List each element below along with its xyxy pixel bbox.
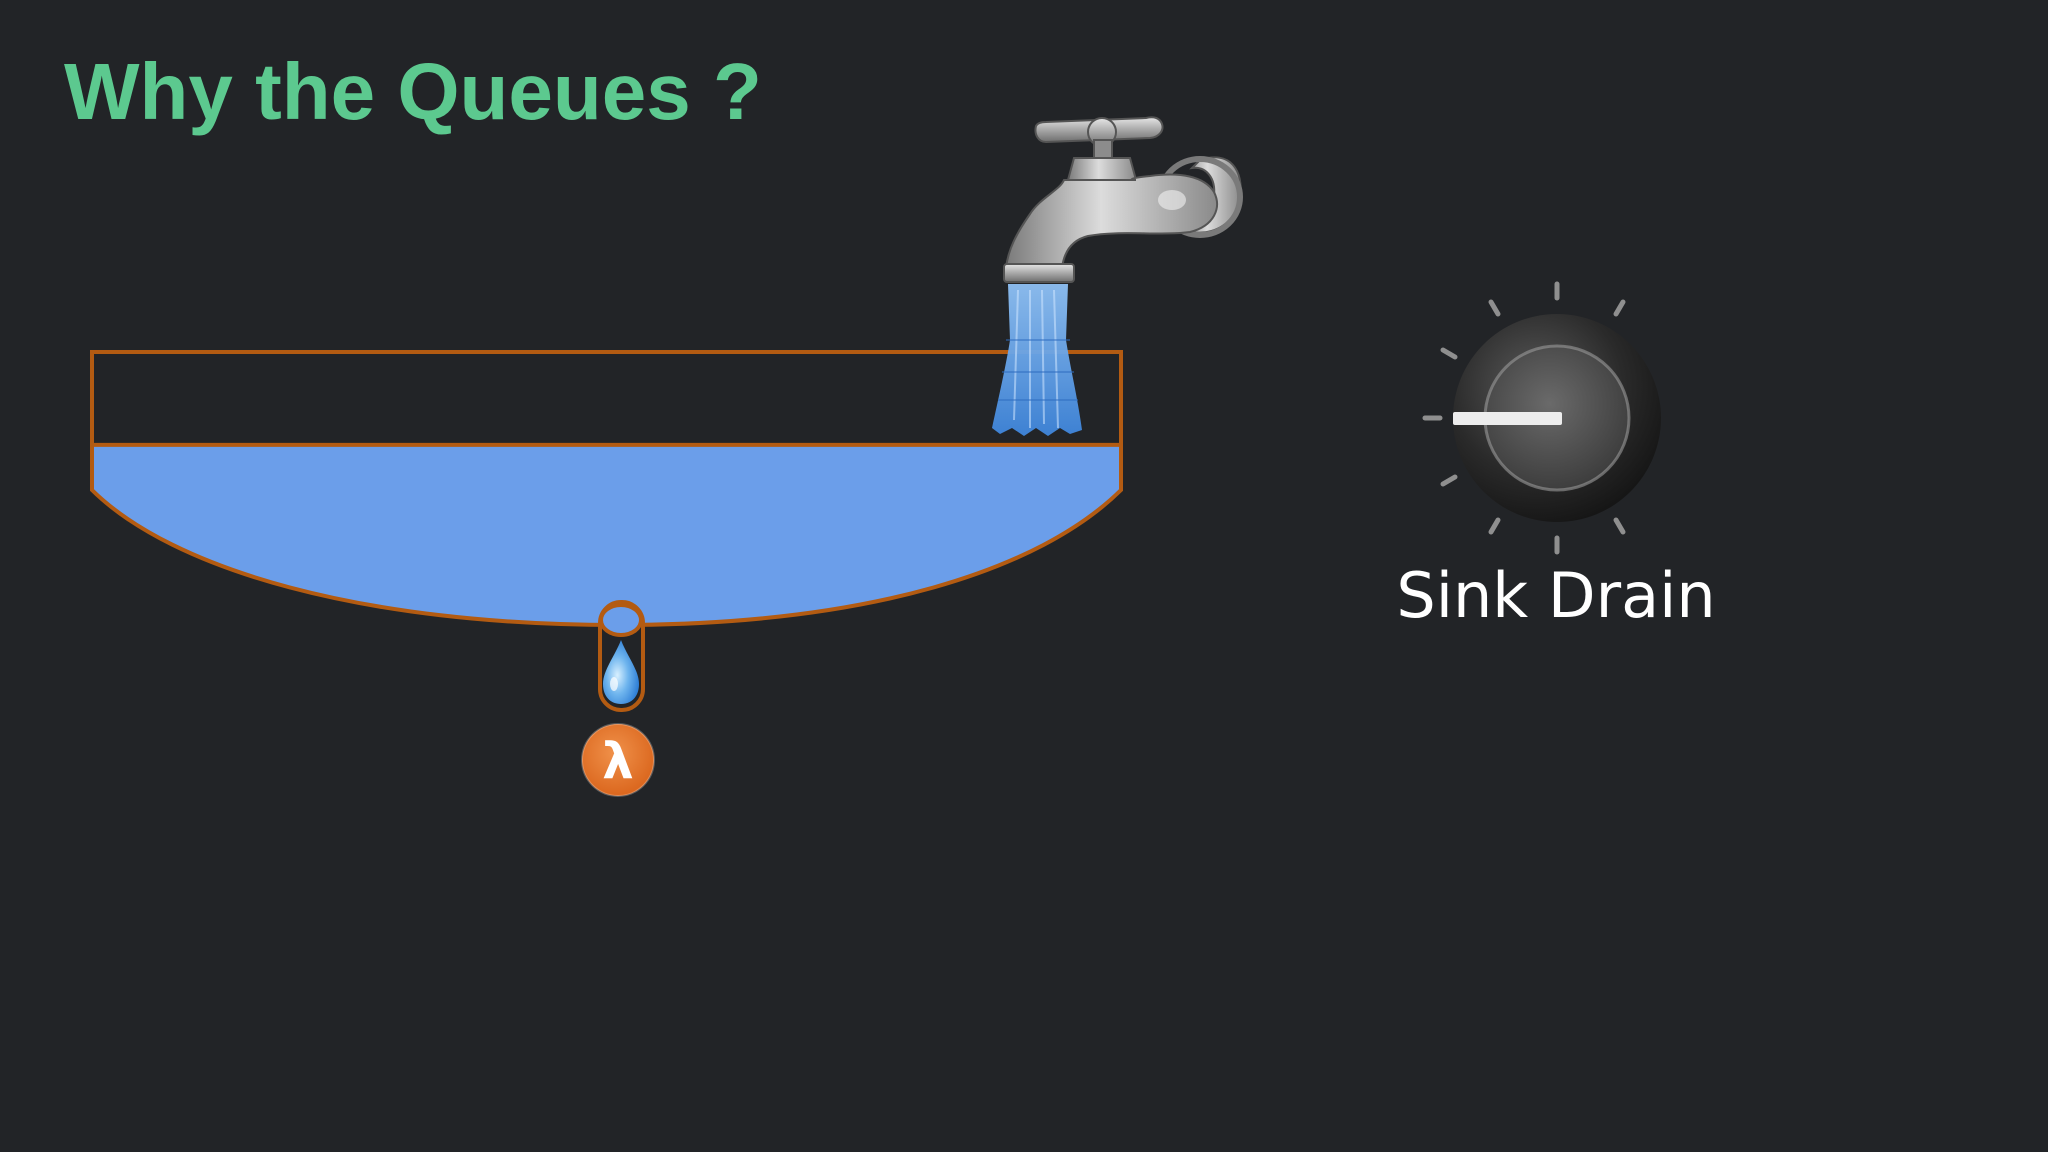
water-faucet-icon [1003,116,1243,283]
knob-label: Sink Drain [1396,559,1716,632]
sink-water [92,444,1121,625]
slide-title: Why the Queues ? [64,47,762,136]
drain-pipe [598,600,645,712]
rotary-knob-icon [1422,281,1661,555]
water-stream [992,284,1082,436]
sink-basin [90,350,1123,628]
lambda-icon: λ [581,723,655,797]
water-drop-icon [603,640,639,704]
knob-tick-marks [1422,281,1626,555]
lambda-symbol: λ [602,732,634,790]
